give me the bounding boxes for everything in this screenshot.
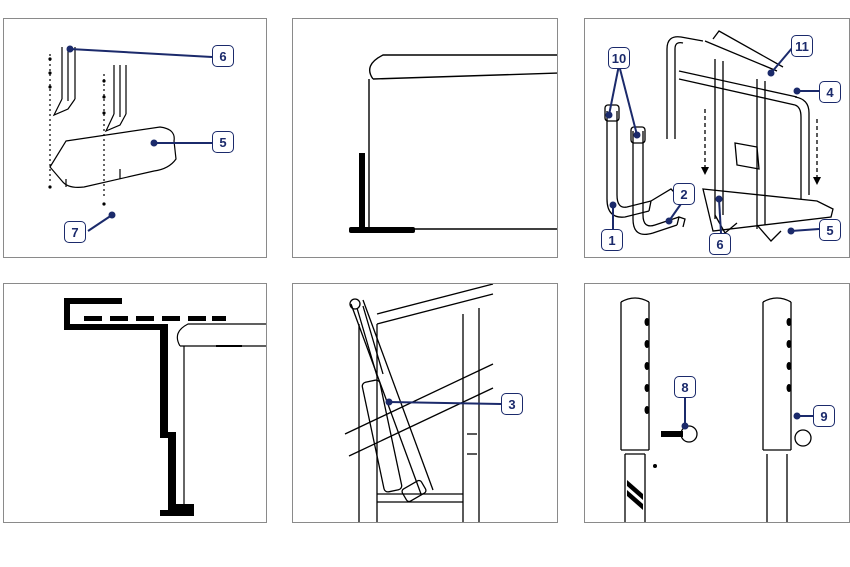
callout-5: 5 xyxy=(212,131,234,153)
cross-section-drawing xyxy=(64,298,266,516)
callout-6b: 6 xyxy=(709,233,731,255)
leg-plate-drawing xyxy=(48,45,213,232)
panel-cross-section xyxy=(3,283,267,523)
panel-side-profile xyxy=(292,18,558,258)
callout-5b: 5 xyxy=(819,219,841,241)
callout-4: 4 xyxy=(819,81,841,103)
panel-leg-plate-assembly: 6 5 7 xyxy=(3,18,267,258)
callout-9: 9 xyxy=(813,405,835,427)
callout-10: 10 xyxy=(608,47,630,69)
callout-7: 7 xyxy=(64,221,86,243)
panel-gas-spring: 3 xyxy=(292,283,558,523)
callout-6: 6 xyxy=(212,45,234,67)
callout-3: 3 xyxy=(501,393,523,415)
gas-spring-drawing xyxy=(344,284,502,522)
height-adjust-drawing xyxy=(620,297,813,522)
panel-height-adjust: 8 9 xyxy=(584,283,850,523)
callout-1: 1 xyxy=(601,229,623,251)
panel-full-assembly: 10 11 4 2 1 6 5 xyxy=(584,18,850,258)
callout-8: 8 xyxy=(674,376,696,398)
full-assembly-drawing xyxy=(604,30,834,242)
callout-11: 11 xyxy=(791,35,813,57)
callout-2: 2 xyxy=(673,183,695,205)
side-profile-drawing xyxy=(349,54,557,233)
